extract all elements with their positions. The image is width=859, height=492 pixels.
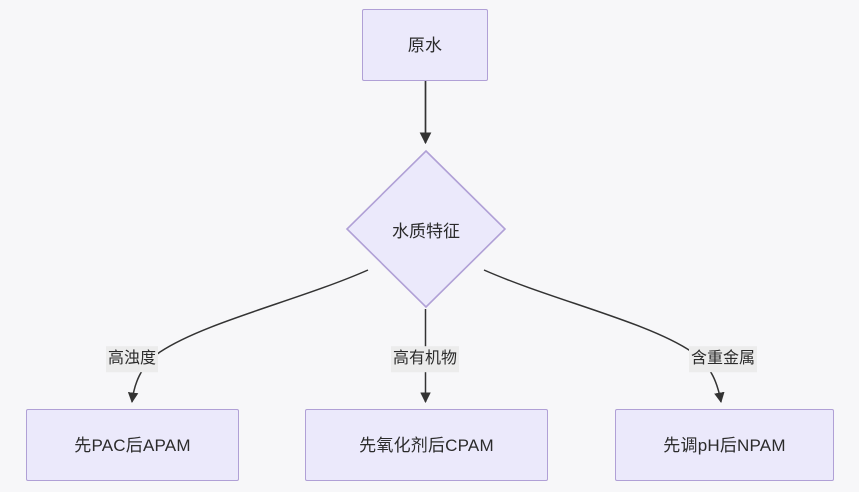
node-high-turbidity-process[interactable]: 先PAC后APAM — [26, 409, 239, 481]
node-raw-water[interactable]: 原水 — [362, 9, 488, 81]
node-heavy-metal-process-label: 先调pH后NPAM — [663, 435, 786, 455]
node-water-quality[interactable]: 水质特征 — [345, 149, 507, 309]
node-heavy-metal-process[interactable]: 先调pH后NPAM — [615, 409, 834, 481]
node-high-organic-process-label: 先氧化剂后CPAM — [359, 435, 494, 455]
node-raw-water-label: 原水 — [407, 35, 443, 55]
edge-label-high-turbidity: 高浊度 — [105, 346, 159, 372]
edge-water-quality-to-high-turbidity — [127, 269, 369, 404]
node-water-quality-label: 水质特征 — [392, 221, 460, 241]
edge-water-quality-to-heavy-metal — [483, 269, 725, 404]
diamond-shape — [345, 149, 507, 309]
node-high-turbidity-process-label: 先PAC后APAM — [74, 435, 191, 455]
edge-label-heavy-metal: 含重金属 — [688, 346, 758, 372]
node-high-organic-process[interactable]: 先氧化剂后CPAM — [305, 409, 548, 481]
edge-label-high-organic: 高有机物 — [390, 346, 460, 372]
